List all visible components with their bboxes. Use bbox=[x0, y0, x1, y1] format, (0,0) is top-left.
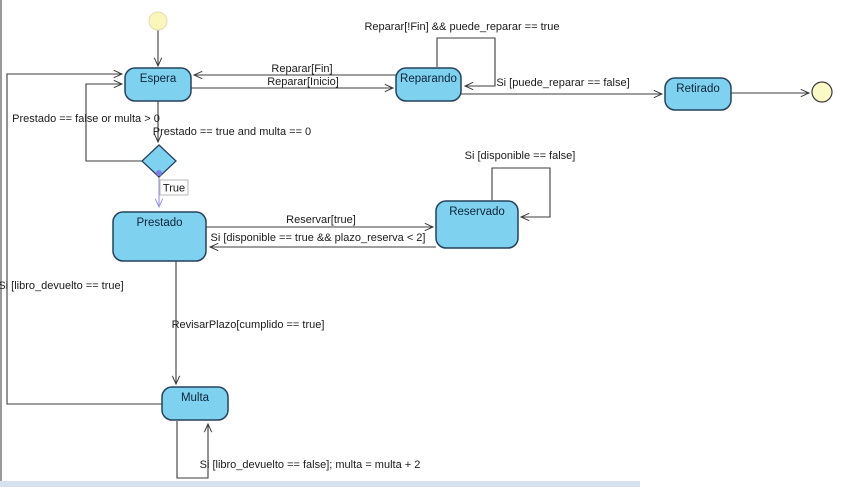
arrowhead-icon bbox=[113, 69, 124, 79]
arrowhead-icon bbox=[800, 88, 811, 98]
guard-label-text: True bbox=[163, 183, 185, 195]
state-label: Reparando bbox=[400, 73, 457, 85]
transition-choice-to-espera[interactable]: Prestado == false or multa > 0 bbox=[12, 79, 160, 162]
arrowhead-icon bbox=[463, 81, 474, 91]
state-shape[interactable] bbox=[664, 77, 732, 111]
transition-label[interactable]: Reparar[Fin] bbox=[271, 63, 332, 75]
state-label: Espera bbox=[140, 73, 177, 85]
state-reservado[interactable]: Reservado bbox=[435, 200, 519, 249]
arrowhead-icon bbox=[113, 79, 124, 89]
initial-state-node[interactable] bbox=[148, 11, 168, 31]
arrowhead-icon bbox=[519, 212, 530, 222]
transition-reparando-to-retirado[interactable]: Si [puede_reparar == false] bbox=[461, 77, 664, 99]
transition-label[interactable]: Prestado == false or multa > 0 bbox=[12, 113, 160, 125]
transition-reservado-self-loop[interactable]: Si [disponible == false] bbox=[465, 150, 576, 222]
arrowhead-icon bbox=[171, 375, 181, 386]
state-shape[interactable] bbox=[435, 200, 519, 249]
state-shape[interactable] bbox=[395, 67, 462, 102]
guard-label-box bbox=[159, 179, 189, 196]
state-shape[interactable] bbox=[161, 386, 229, 421]
state-label: Retirado bbox=[676, 83, 719, 95]
transition-initial-to-espera[interactable] bbox=[153, 30, 163, 68]
state-prestado[interactable]: Prestado bbox=[112, 211, 207, 262]
state-label: Prestado bbox=[136, 217, 182, 229]
transition-line[interactable] bbox=[436, 37, 496, 87]
transition-reparando-self-loop[interactable]: Reparar[!Fin] && puede_reparar == true bbox=[364, 21, 560, 91]
transition-label[interactable]: Reservar[true] bbox=[286, 214, 356, 226]
transition-multa-self-loop[interactable]: Si [libro_devuelto == false]; multa = mu… bbox=[176, 421, 421, 479]
transition-label[interactable]: Si [disponible == true && plazo_reserva … bbox=[211, 232, 426, 244]
arrowhead-icon bbox=[208, 242, 219, 252]
arrowhead-icon bbox=[653, 89, 664, 99]
junction-dot bbox=[156, 170, 162, 176]
transition-label[interactable]: Prestado == true and multa == 0 bbox=[153, 126, 311, 138]
transition-multa-to-espera[interactable]: Si [libro_devuelto == true] bbox=[0, 69, 162, 405]
arrowhead-icon bbox=[192, 70, 203, 80]
arrowhead-icon bbox=[203, 422, 213, 433]
arrowhead-icon bbox=[153, 57, 163, 68]
transition-line[interactable] bbox=[85, 83, 142, 162]
transition-espera-to-reparando[interactable]: Reparar[Inicio] bbox=[191, 76, 395, 93]
transition-reparando-to-espera[interactable]: Reparar[Fin] bbox=[192, 63, 396, 80]
horizontal-scrollbar[interactable] bbox=[0, 481, 640, 487]
transition-line[interactable] bbox=[176, 421, 209, 479]
transition-label[interactable]: Si [puede_reparar == false] bbox=[496, 77, 629, 89]
transition-prestado-to-reservado[interactable]: Reservar[true] bbox=[206, 214, 435, 232]
transition-retirado-to-final[interactable] bbox=[731, 88, 811, 98]
decision-diamond[interactable] bbox=[141, 144, 177, 178]
transition-label[interactable]: Reparar[Inicio] bbox=[267, 76, 339, 88]
transition-label[interactable]: RevisarPlazo[cumplido == true] bbox=[172, 319, 325, 331]
arrowhead-icon bbox=[424, 222, 435, 232]
transition-label[interactable]: Reparar[!Fin] && puede_reparar == true bbox=[364, 21, 559, 33]
guard-label-true[interactable]: True bbox=[159, 179, 189, 196]
transition-line[interactable] bbox=[6, 73, 162, 405]
arrowhead-icon bbox=[153, 133, 163, 144]
choice-node[interactable] bbox=[141, 144, 177, 178]
transition-prestado-to-multa[interactable]: RevisarPlazo[cumplido == true] bbox=[171, 261, 325, 386]
arrowhead-icon bbox=[384, 83, 395, 93]
arrowhead-icon bbox=[154, 198, 164, 209]
state-reparando[interactable]: Reparando bbox=[395, 67, 462, 102]
transition-choice-to-prestado[interactable] bbox=[154, 176, 164, 209]
final-state-node[interactable] bbox=[811, 81, 833, 103]
state-multa[interactable]: Multa bbox=[161, 386, 229, 421]
transition-label[interactable]: Si [libro_devuelto == true] bbox=[0, 280, 124, 292]
transition-label[interactable]: Si [disponible == false] bbox=[465, 150, 576, 162]
state-label: Multa bbox=[181, 392, 210, 404]
transition-espera-to-choice[interactable]: Prestado == true and multa == 0 bbox=[153, 101, 311, 144]
state-espera[interactable]: Espera bbox=[124, 67, 192, 102]
state-shape[interactable] bbox=[112, 211, 207, 262]
transition-reservado-to-prestado[interactable]: Si [disponible == true && plazo_reserva … bbox=[208, 232, 436, 252]
transition-line[interactable] bbox=[491, 167, 551, 218]
state-label: Reservado bbox=[449, 206, 505, 218]
state-shape[interactable] bbox=[124, 67, 192, 102]
state-retirado[interactable]: Retirado bbox=[664, 77, 732, 111]
transition-label[interactable]: Si [libro_devuelto == false]; multa = mu… bbox=[200, 459, 421, 471]
